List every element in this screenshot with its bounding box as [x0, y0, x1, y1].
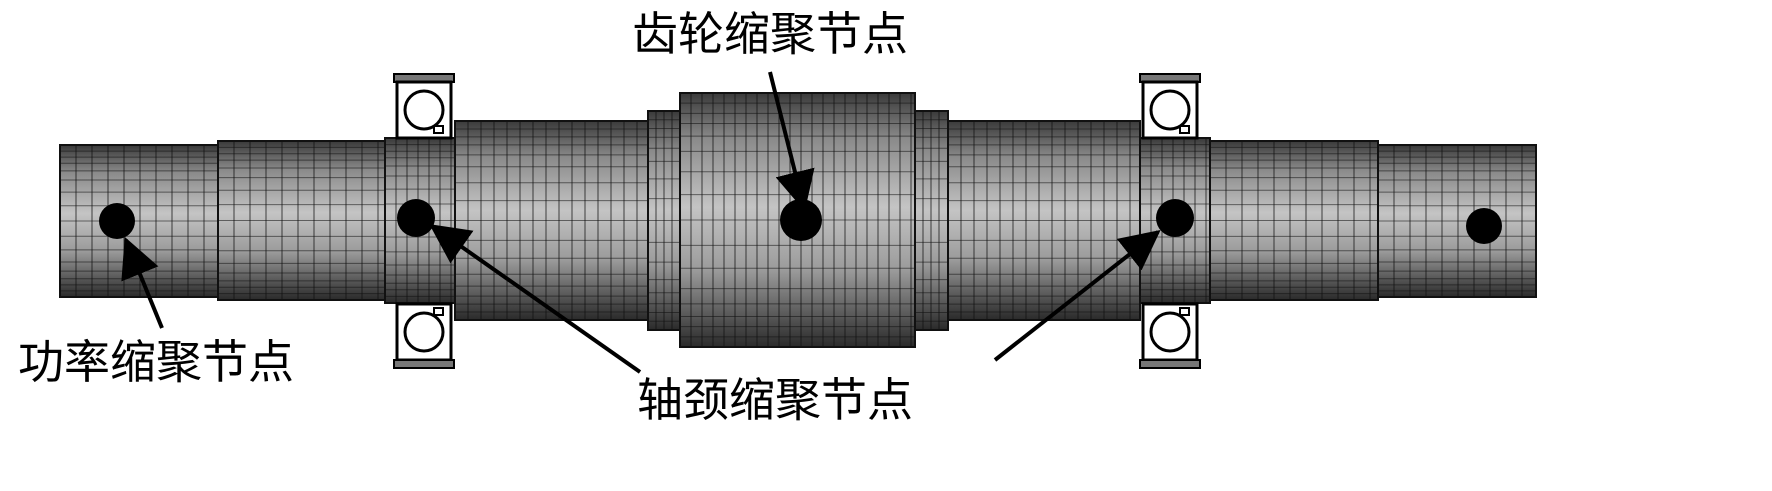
- shaft-segment-11: [1377, 144, 1537, 298]
- journal-node-arrow-right: [993, 229, 1161, 362]
- bearing-left-top: [393, 73, 455, 140]
- shaft-segment-10: [1209, 140, 1379, 301]
- bearings: [393, 73, 1201, 369]
- shaft-segment-7: [914, 110, 949, 331]
- journal-node-arrow-left: [429, 224, 642, 374]
- shaft-segment-5: [647, 110, 681, 331]
- bearing-right-top: [1139, 73, 1201, 140]
- power-node-arrow: [121, 236, 164, 329]
- gear-node-arrow: [768, 71, 815, 212]
- end-node-right: [1466, 208, 1502, 244]
- leader-arrows: [121, 71, 1161, 374]
- shaft-mesh: [59, 92, 1537, 348]
- bearing-left-bottom: [393, 302, 455, 369]
- journal-node-right: [1156, 199, 1194, 237]
- bearing-right-bottom: [1139, 302, 1201, 369]
- journal-node-label: 轴颈缩聚节点: [637, 373, 913, 427]
- gear-node: [780, 199, 822, 241]
- shaft-segment-8: [947, 120, 1141, 321]
- journal-node-left: [397, 199, 435, 237]
- power-node-label: 功率缩聚节点: [18, 335, 294, 389]
- shaft-segment-2: [217, 140, 386, 301]
- shaft-segment-4: [454, 120, 649, 321]
- power-node: [99, 203, 135, 239]
- gear-node-label: 齿轮缩聚节点: [632, 7, 908, 61]
